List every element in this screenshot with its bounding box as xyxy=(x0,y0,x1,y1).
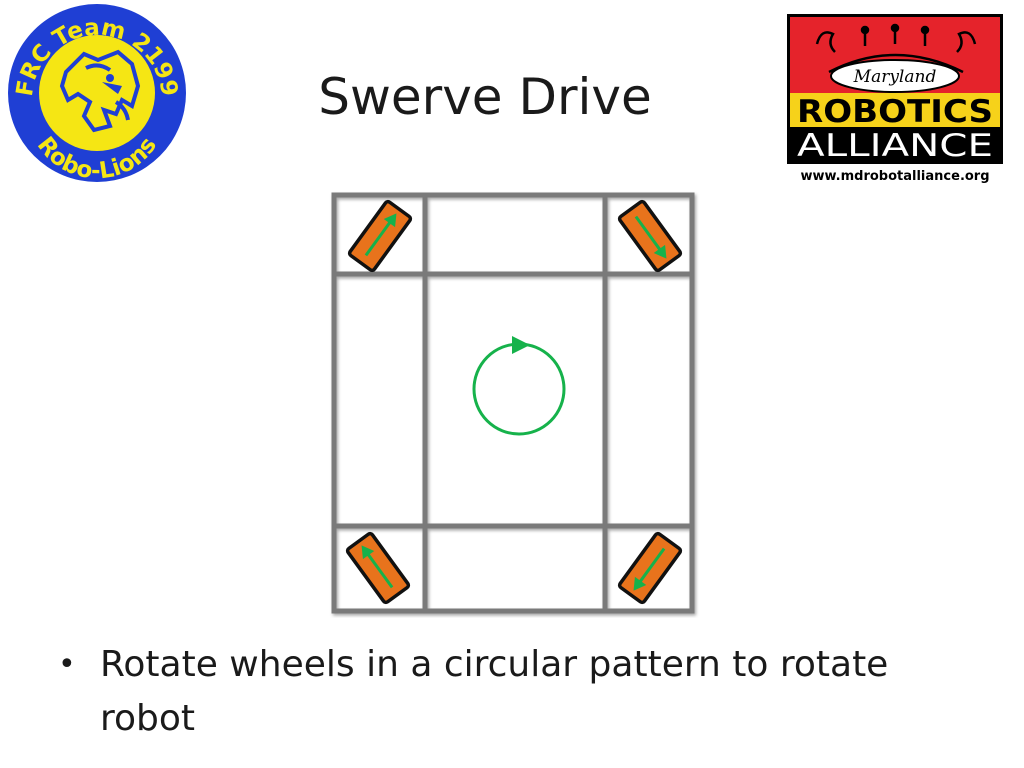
bullet-icon: • xyxy=(58,647,76,682)
slide-title: Swerve Drive xyxy=(318,68,652,126)
wheel-direction-arrow xyxy=(366,552,394,589)
rotation-indicator xyxy=(472,336,566,436)
swerve-drive-diagram xyxy=(331,192,695,614)
arrowhead-icon xyxy=(383,213,397,228)
maryland-banner xyxy=(830,59,960,93)
wheel-front-left xyxy=(347,199,413,273)
bullet-list: • Rotate wheels in a circular pattern to… xyxy=(58,638,958,746)
lion-head-icon xyxy=(59,49,141,133)
logo-yellow-band xyxy=(790,93,1000,127)
logo-url-text: www.mdrobotalliance.org xyxy=(800,169,989,184)
logo-alliance-text: ALLIANCE xyxy=(797,128,993,164)
logo-maryland-text: Maryland xyxy=(853,67,937,87)
wheel-front-right xyxy=(617,199,683,273)
robot-frame xyxy=(331,192,695,614)
wheel-rear-left xyxy=(345,531,411,605)
robotics-alliance-logo: Maryland ROBOTICS ALLIANCE www.mdrobotal… xyxy=(787,14,1003,184)
wheel-direction-arrow xyxy=(364,220,392,257)
logo-robotics-text: ROBOTICS xyxy=(797,94,993,130)
bullet-text: Rotate wheels in a circular pattern to r… xyxy=(100,644,889,739)
frc-team-logo: FRC Team 2199 Robo-Lions xyxy=(8,4,186,184)
arrowhead-icon xyxy=(633,576,647,591)
wheel-rear-right xyxy=(617,531,683,605)
bullet-item: • Rotate wheels in a circular pattern to… xyxy=(58,638,958,746)
frame-outer xyxy=(331,192,695,614)
logo-black-band xyxy=(790,127,1000,161)
wheel-direction-arrow xyxy=(634,215,662,252)
arrowhead-icon xyxy=(653,244,667,259)
crab-icon xyxy=(815,23,977,74)
arrowhead-icon xyxy=(361,545,375,560)
clockwise-arrow-icon xyxy=(512,336,530,354)
rotation-circle xyxy=(472,342,566,436)
wheel-direction-arrow xyxy=(638,547,666,584)
